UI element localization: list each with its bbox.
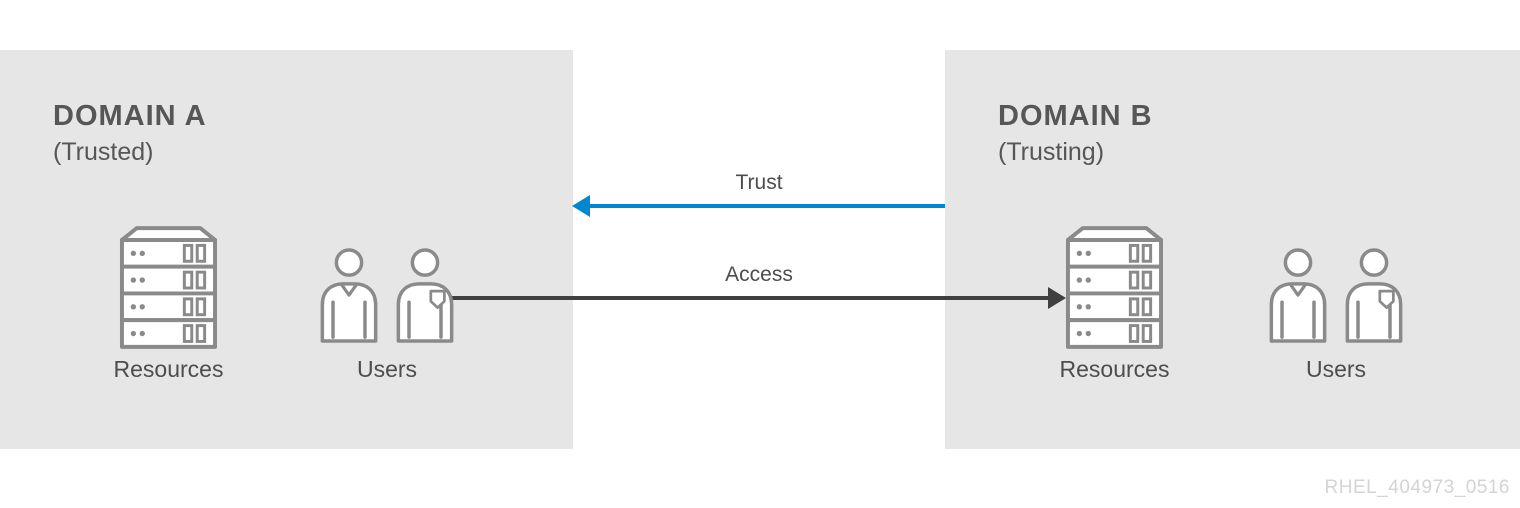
access-arrow-line	[450, 296, 1048, 300]
trust-arrow-line	[589, 204, 945, 208]
user-icon	[1267, 248, 1329, 343]
server-rack-icon	[119, 226, 218, 349]
server-rack-icon	[1065, 226, 1164, 349]
domain-a-resources-label: Resources	[113, 356, 224, 382]
domain-b-users-label: Users	[1305, 356, 1367, 382]
access-arrowhead-icon	[1048, 287, 1066, 309]
domain-b-subtitle: (Trusting)	[998, 138, 1105, 166]
domain-b-resources: Resources	[1060, 225, 1169, 382]
domain-a-subtitle: (Trusted)	[53, 138, 154, 166]
domain-b-resources-label: Resources	[1059, 356, 1170, 382]
domain-a-resources: Resources	[114, 225, 223, 382]
domain-a-users-label: Users	[356, 356, 418, 382]
access-arrow-label: Access	[725, 263, 793, 286]
trust-arrowhead-icon	[572, 195, 590, 217]
user-icon	[318, 248, 380, 343]
domain-b-panel: DOMAIN B (Trusting) Resources Users	[945, 50, 1520, 449]
domain-a-panel: DOMAIN A (Trusted) Resources Users	[0, 50, 573, 449]
domain-a-users: Users	[318, 248, 456, 382]
user-icon	[394, 248, 456, 343]
users-pair	[318, 248, 456, 343]
user-icon	[1343, 248, 1405, 343]
domain-a-title: DOMAIN A	[53, 100, 207, 132]
watermark-text: RHEL_404973_0516	[1324, 477, 1510, 498]
users-pair	[1267, 248, 1405, 343]
trust-arrow-label: Trust	[735, 171, 783, 194]
domain-b-title: DOMAIN B	[998, 100, 1153, 132]
domain-b-users: Users	[1267, 248, 1405, 382]
